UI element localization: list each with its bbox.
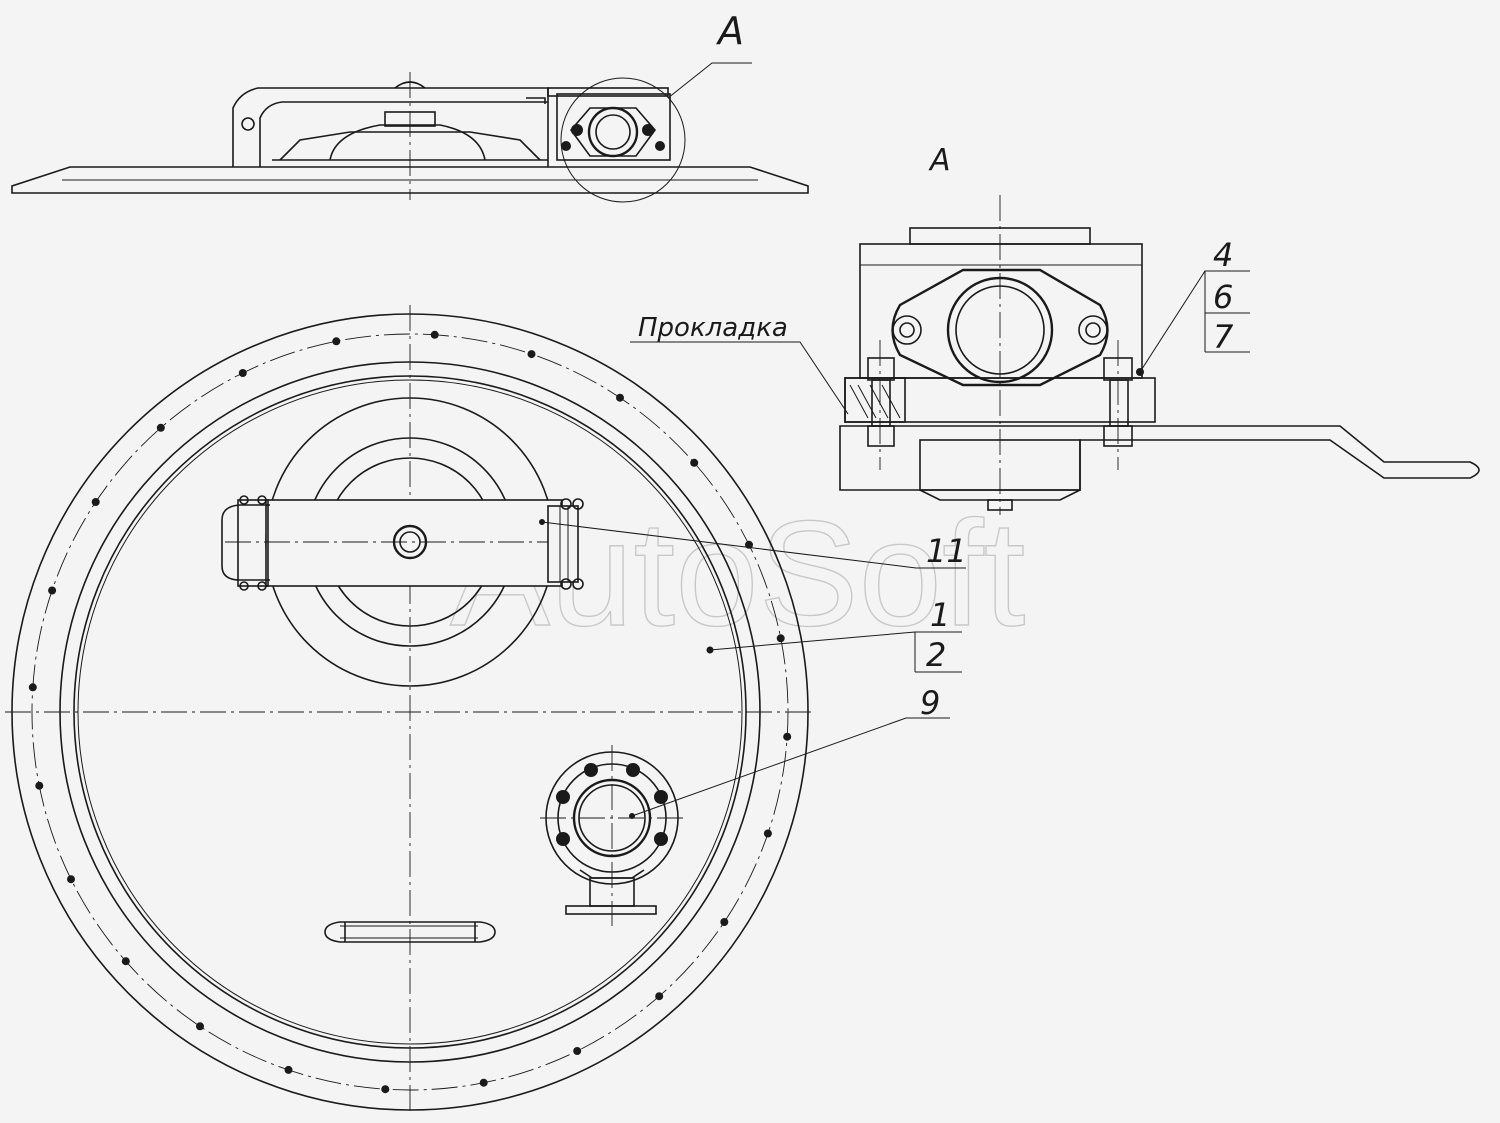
bolt-hole xyxy=(527,350,536,359)
gasket-label: Прокладка xyxy=(638,313,788,343)
bolt-hole xyxy=(763,829,772,838)
view-label-top: A xyxy=(715,9,744,53)
callout-9: 9 xyxy=(920,684,940,722)
bolt-hole xyxy=(35,781,44,790)
plan-view xyxy=(5,305,966,1115)
bolt-hole xyxy=(479,1078,488,1087)
bolt-hole xyxy=(655,992,664,1001)
callout-2: 2 xyxy=(926,636,946,674)
bolt-hole xyxy=(67,875,75,884)
callout-1: 1 xyxy=(930,596,950,634)
bolt-hole xyxy=(776,634,785,643)
callout-4: 4 xyxy=(1213,236,1233,274)
bolt-hole xyxy=(196,1022,204,1031)
bolt-hole xyxy=(573,1047,582,1055)
callout-6: 6 xyxy=(1213,278,1233,316)
bolt-hole xyxy=(91,498,100,506)
bolt-hole xyxy=(690,458,699,467)
bolt-hole xyxy=(156,423,165,432)
bolt-hole-ring xyxy=(28,330,792,1094)
bolt-hole xyxy=(121,957,130,966)
bolt-hole xyxy=(238,369,247,377)
bolt-hole xyxy=(284,1065,293,1074)
callout-7: 7 xyxy=(1213,318,1234,356)
bolt-hole xyxy=(332,337,341,346)
bolt-hole xyxy=(616,393,624,402)
detail-view-a xyxy=(630,195,1480,515)
callout-11: 11 xyxy=(926,532,967,570)
side-view xyxy=(11,62,809,203)
bolt-hole xyxy=(381,1085,390,1094)
view-label-detail: A xyxy=(928,143,951,178)
bolt-hole xyxy=(430,330,439,339)
bolt-hole xyxy=(48,586,57,595)
bolt-hole xyxy=(28,683,37,692)
bolt-hole xyxy=(720,918,729,926)
bolt-hole xyxy=(783,732,792,741)
